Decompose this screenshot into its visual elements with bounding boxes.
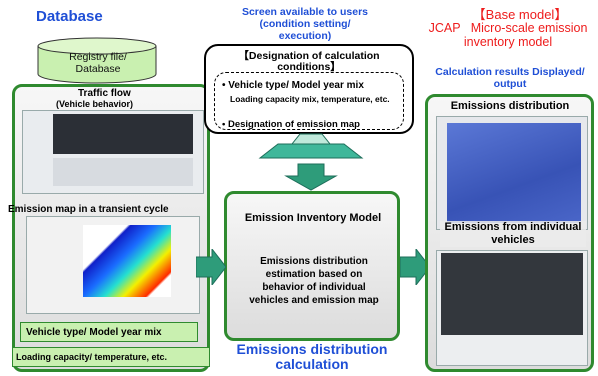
- screen-users-heading: Screen available to users (condition set…: [241, 6, 369, 42]
- model-caption: Emissions distribution calculation: [236, 341, 388, 372]
- conditions-dashed-box: [214, 72, 404, 130]
- conditions-title: 【Designation of calculation conditions】: [238, 50, 380, 73]
- traffic-flow-screenshot: [22, 110, 204, 194]
- traffic-flow-image: [53, 114, 193, 154]
- vehicle-type-mix-box: [20, 322, 198, 342]
- arrow-right-icon-right: [400, 249, 430, 285]
- database-heading: Database: [36, 8, 103, 25]
- condition-item-loading-text: Loading capacity mix, temperature, etc.: [230, 94, 390, 104]
- base-model-name: JCAP Micro-scale emission inventory mode…: [428, 21, 591, 49]
- condition-item-emission-map-text: Designation of emission map: [227, 119, 360, 130]
- loading-capacity-box: [12, 347, 210, 367]
- emissions-vehicles-label: Emissions from individual vehicles: [440, 221, 586, 247]
- emission-map-plot: [83, 225, 171, 297]
- database-cylinder-icon: [37, 37, 157, 84]
- condition-item-vehicle-type-text: Vehicle type/ Model year mix: [228, 80, 364, 91]
- traffic-flow-label: Traffic flow: [78, 88, 131, 99]
- model-panel: [224, 191, 400, 341]
- screen-connector-shape: [258, 133, 364, 191]
- emissions-distribution-label: Emissions distribution: [450, 100, 570, 112]
- emissions-distribution-image: [447, 123, 581, 223]
- calc-results-heading: Calculation results Displayed/ output: [435, 66, 585, 90]
- emissions-vehicles-image: [441, 253, 583, 335]
- arrow-right-icon-left: [196, 249, 226, 285]
- condition-item-emission-map: • Designation of emission map: [222, 119, 360, 130]
- model-description: Emissions distribution estimation based …: [249, 256, 379, 306]
- conditions-box: [204, 44, 414, 134]
- emissions-distribution-screenshot: [436, 116, 588, 230]
- emission-map-label: Emission map in a transient cycle: [8, 204, 169, 215]
- registry-file-label: Registry file/ Database: [69, 51, 127, 75]
- emissions-vehicles-screenshot: [436, 250, 588, 366]
- base-model-tag: 【Base model】: [472, 7, 568, 22]
- traffic-flow-image-lower: [53, 158, 193, 186]
- model-title: Emission Inventory Model: [244, 212, 382, 224]
- loading-capacity-label: Loading capacity/ temperature, etc.: [16, 352, 168, 362]
- vehicle-behavior-label: (Vehicle behavior): [56, 99, 134, 109]
- condition-item-loading: Loading capacity mix, temperature, etc.: [230, 94, 390, 104]
- condition-item-vehicle-type: • Vehicle type/ Model year mix: [222, 80, 364, 91]
- vehicle-type-mix-label: Vehicle type/ Model year mix: [26, 327, 162, 338]
- emission-map-screenshot: [26, 216, 200, 314]
